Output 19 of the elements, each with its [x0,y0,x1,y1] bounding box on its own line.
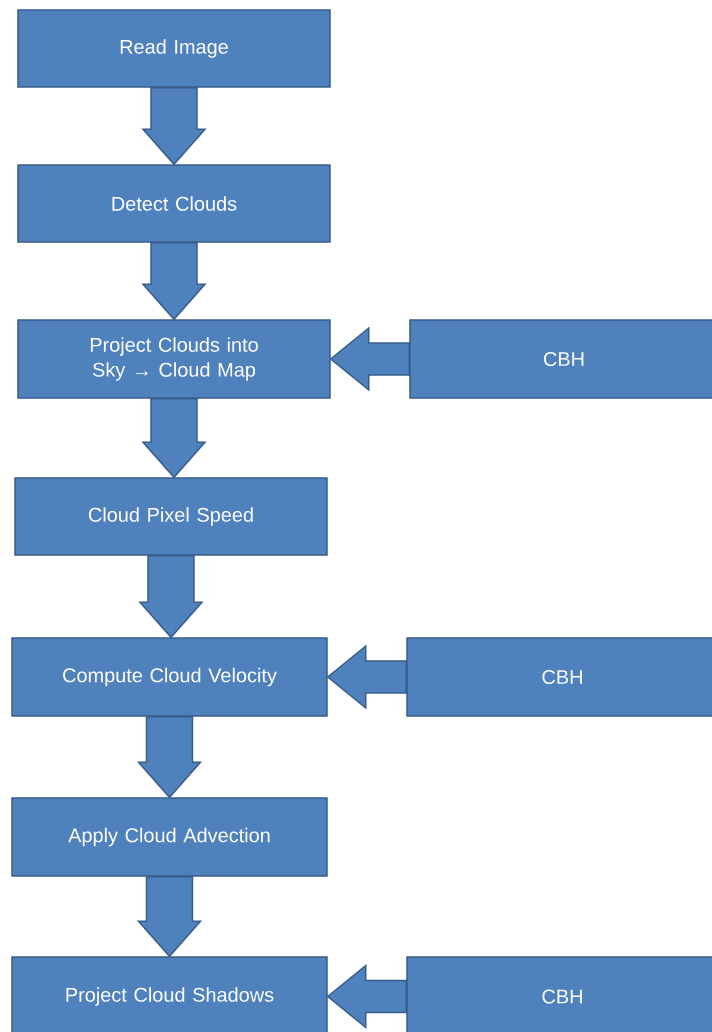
process-box: Detect Clouds [17,164,331,243]
block-arrow [141,87,207,166]
block-arrow [136,716,203,799]
process-box: CBH [409,319,712,399]
process-box: Project Clouds into Sky → Cloud Map [17,319,331,399]
block-arrow [141,242,207,321]
block-arrow [136,876,203,958]
process-box: CBH [406,637,712,717]
process-box: Project Cloud Shadows [11,956,328,1032]
process-box: CBH [406,956,712,1032]
block-arrow [138,555,204,639]
block-arrow [141,398,207,479]
process-box: Cloud Pixel Speed [14,477,328,556]
block-arrow [329,326,410,392]
process-box: Read Image [17,9,331,88]
block-arrow [326,644,407,710]
block-arrow [326,963,407,1030]
process-box: Apply Cloud Advection [11,797,328,877]
process-box: Compute Cloud Velocity [11,637,328,717]
